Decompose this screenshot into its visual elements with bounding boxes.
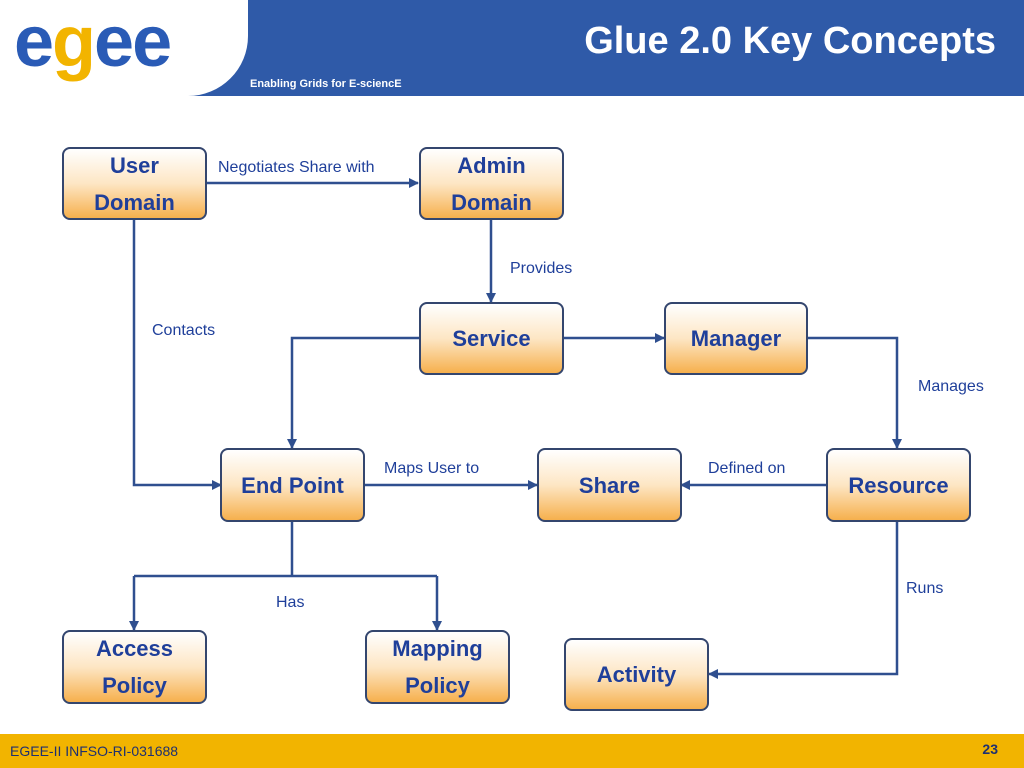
page-number: 23 — [982, 741, 998, 757]
node-service-label: Service — [452, 326, 531, 351]
node-resource-label: Resource — [848, 472, 949, 498]
node-activity: Activity — [564, 638, 709, 711]
node-service: Service — [419, 302, 564, 375]
label-manages: Manages — [918, 378, 984, 395]
label-defined-on: Defined on — [708, 460, 786, 477]
label-negotiates: Negotiates Share with — [218, 159, 375, 176]
node-user-domain-label: User Domain — [94, 152, 175, 215]
label-runs: Runs — [906, 580, 944, 597]
tagline: Enabling Grids for E-sciencE — [250, 78, 402, 90]
node-share: Share — [537, 448, 682, 522]
node-mapping-policy-label: Mapping Policy — [392, 636, 483, 698]
node-admin-domain: Admin Domain — [419, 147, 564, 220]
label-has: Has — [276, 594, 305, 611]
node-end-point-label: End Point — [241, 472, 344, 498]
logo-plate: egee — [0, 0, 248, 96]
label-contacts: Contacts — [152, 322, 216, 339]
edge-manages — [807, 336, 902, 449]
node-resource: Resource — [826, 448, 971, 522]
slide-header: egee Enabling Grids for E-sciencE Glue 2… — [0, 0, 1024, 96]
edge-service-endpoint — [287, 336, 419, 449]
node-share-label: Share — [578, 472, 641, 498]
footer-project-id: EGEE-II INFSO-RI-031688 — [10, 743, 179, 759]
edge-runs — [708, 521, 899, 679]
slide-footer: EGEE-II INFSO-RI-031688 23 — [0, 734, 1024, 768]
egee-logo: egee — [14, 2, 172, 82]
node-mapping-policy: Mapping Policy — [365, 630, 510, 704]
label-provides: Provides — [510, 260, 573, 277]
slide-title: Glue 2.0 Key Concepts — [584, 20, 996, 62]
node-manager: Manager — [664, 302, 808, 375]
node-access-policy-label: Access Policy — [95, 636, 174, 698]
node-access-policy: Access Policy — [62, 630, 207, 704]
label-maps-user-to: Maps User to — [384, 460, 480, 477]
node-end-point: End Point — [220, 448, 365, 522]
edge-contacts — [132, 219, 222, 490]
node-user-domain: User Domain — [62, 147, 207, 220]
node-activity-label: Activity — [596, 662, 677, 687]
node-admin-domain-label: Admin Domain — [451, 152, 532, 215]
node-manager-label: Manager — [690, 326, 782, 351]
